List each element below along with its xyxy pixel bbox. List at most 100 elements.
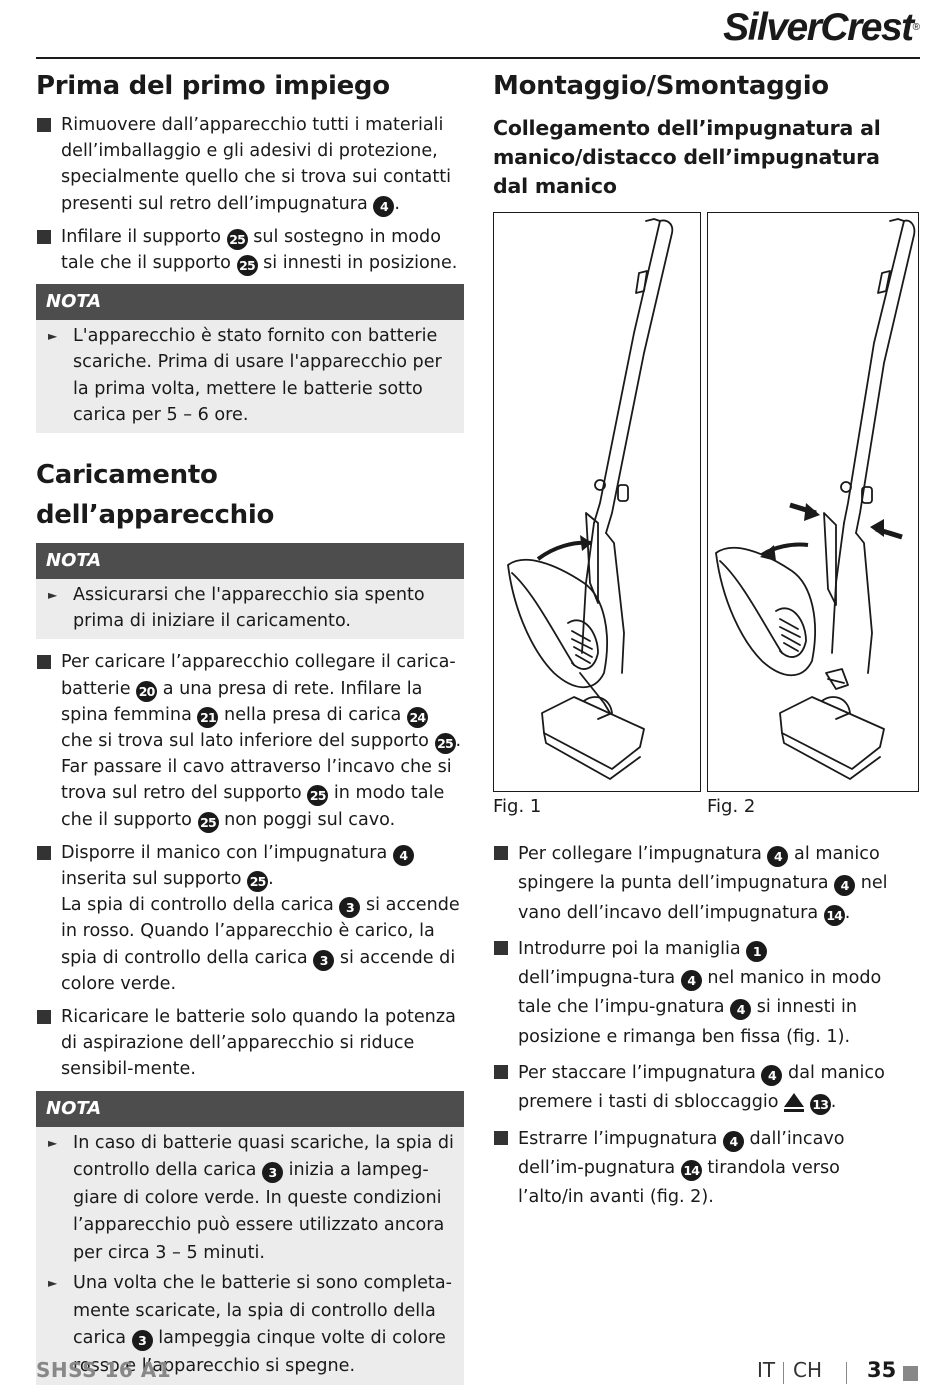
text: tirandola verso l’alto/in avanti (fig. 2…	[518, 1157, 840, 1208]
model-number: SHSS 16 A1	[36, 1358, 172, 1382]
vacuum-illustration-2	[715, 218, 916, 780]
instruction-recharge: Ricaricare le batterie solo quando la po…	[36, 1004, 464, 1083]
left-column: Prima del primo impiego Rimuovere dall’a…	[36, 66, 464, 1395]
text: .	[844, 902, 851, 923]
brand-logo: SilverCrest®	[723, 6, 920, 50]
part-number-badge: 4	[730, 999, 752, 1021]
part-number-badge: 3	[339, 897, 361, 919]
text: Disporre il manico con l’impugnatura	[61, 842, 393, 863]
part-number-badge: 13	[809, 1094, 831, 1116]
arrow-right-icon: ►	[48, 1135, 58, 1150]
text: .	[394, 193, 400, 214]
subsection-title-handle: Collegamento dell’impugnatura al manico/…	[493, 116, 881, 198]
right-column: Montaggio/Smontaggio Collegamento dell’i…	[493, 66, 921, 209]
part-number-badge: 25	[247, 871, 269, 893]
text: sul sostegno in modo tale che il support…	[61, 226, 441, 274]
note-item: ► L'apparecchio è stato fornito con batt…	[36, 323, 464, 428]
part-number-badge: 14	[823, 904, 845, 926]
part-number-badge: 4	[761, 1065, 783, 1087]
page-marker-square	[903, 1366, 918, 1381]
text: Ricaricare le batterie solo quando la po…	[61, 1007, 456, 1080]
part-number-badge: 25	[434, 733, 456, 755]
text: in modo tale che il supporto	[61, 783, 445, 830]
text: nella presa di carica	[218, 704, 407, 725]
part-number-badge: 14	[680, 1159, 702, 1181]
text: Infilare il supporto	[61, 226, 227, 247]
figure-1-caption: Fig. 1	[493, 796, 542, 817]
part-number-badge: 4	[680, 970, 702, 992]
part-number-badge: 4	[392, 844, 414, 866]
text: .	[268, 869, 274, 890]
note-box-switch-off: NOTA ► Assicurarsi che l'apparecchio sia…	[36, 543, 464, 640]
text: Rimuovere dall’apparecchio tutti i mater…	[61, 115, 452, 214]
arrow-right-icon: ►	[48, 329, 58, 344]
text: In caso di batterie quasi scariche, la s…	[73, 1132, 454, 1181]
text: Per staccare l’impugnatura	[518, 1063, 762, 1084]
instruction-attach-tip: Per collegare l’impugnatura 4 al manico …	[493, 840, 893, 928]
text: si accende di colore verde.	[61, 947, 456, 994]
text: dell’impugna-tura	[518, 968, 681, 989]
instruction-place-handle: Disporre il manico con l’impugnatura 4 i…	[36, 840, 464, 997]
note-box-low-battery: NOTA ► In caso di batterie quasi scarich…	[36, 1090, 464, 1386]
text: non poggi sul cavo.	[218, 809, 396, 830]
text: .	[830, 1092, 837, 1113]
part-number-badge: 3	[131, 1330, 153, 1352]
part-number-badge: 1	[746, 940, 768, 962]
section-title-first-use: Prima del primo impiego	[36, 71, 390, 101]
eject-icon	[784, 1093, 805, 1113]
figure-1-attach-handle	[493, 212, 701, 792]
part-number-badge: 20	[136, 680, 158, 702]
note-item: ► Una volta che le batterie si sono comp…	[36, 1270, 464, 1380]
instruction-detach: Per staccare l’impugnatura 4 dal manico …	[493, 1059, 893, 1118]
text: Estrarre l’impugnatura	[518, 1128, 723, 1149]
text: dall’incavo dell’im-pugnatura	[518, 1128, 845, 1178]
part-number-badge: 3	[262, 1162, 283, 1184]
page-number: 35	[867, 1358, 897, 1382]
text: a una presa di rete. Infilare la spina f…	[61, 678, 423, 725]
text: Una volta che le batterie si sono comple…	[73, 1273, 452, 1349]
text: dal manico premere i tasti di sbloccaggi…	[518, 1063, 885, 1113]
section-title-charging: Caricamento dell’apparecchio	[36, 460, 275, 531]
text: lampeggia cinque volte di colore rosso e…	[73, 1328, 446, 1376]
text: si innesti in posizione.	[257, 253, 458, 274]
header-rule	[36, 57, 920, 59]
note-item: ► Assicurarsi che l'apparecchio sia spen…	[36, 582, 464, 634]
section-title-assembly: Montaggio/Smontaggio	[493, 71, 829, 101]
text: Introdurre poi la maniglia	[518, 938, 747, 959]
registered-mark: ®	[912, 22, 920, 33]
footer-divider	[846, 1362, 847, 1384]
part-number-badge: 4	[834, 875, 856, 897]
part-number-badge: 4	[373, 195, 395, 217]
language-code-it: IT	[757, 1358, 776, 1382]
note-label: NOTA	[36, 543, 464, 580]
part-number-badge: 4	[722, 1130, 744, 1152]
text: La spia di controllo della carica	[61, 895, 340, 916]
instruction-remove-packaging: Rimuovere dall’apparecchio tutti i mater…	[36, 112, 464, 217]
text: si accende in rosso. Quando l’apparecchi…	[61, 895, 460, 968]
part-number-badge: 25	[226, 228, 248, 250]
text: nel manico in modo tale che l’impu-gnatu…	[518, 968, 882, 1018]
arrow-right-icon: ►	[48, 1276, 58, 1291]
text: si innesti in posizione e rimanga ben fi…	[518, 997, 857, 1047]
part-number-badge: 25	[307, 785, 329, 807]
footer-divider	[783, 1362, 784, 1384]
part-number-badge: 3	[313, 949, 335, 971]
note-text: Assicurarsi che l'apparecchio sia spento…	[73, 585, 425, 632]
part-number-badge: 4	[767, 846, 789, 867]
instruction-pull-out: Estrarre l’impugnatura 4 dall’incavo del…	[493, 1125, 893, 1213]
instruction-insert-support: Infilare il supporto 25 sul sostegno in …	[36, 224, 464, 277]
note-text: L'apparecchio è stato fornito con batter…	[73, 326, 442, 425]
figure-2-caption: Fig. 2	[707, 796, 756, 817]
note-item: ► In caso di batterie quasi scariche, la…	[36, 1130, 464, 1268]
text: inserita sul supporto	[61, 869, 248, 890]
right-column-instructions: Per collegare l’impugnatura 4 al manico …	[493, 840, 893, 1220]
part-number-badge: 25	[197, 811, 219, 833]
part-number-badge: 25	[236, 255, 258, 277]
text: Per caricare l’apparecchio collegare il …	[61, 652, 456, 699]
instruction-insert-grip: Introdurre poi la maniglia 1 dell’impugn…	[493, 935, 893, 1052]
text: Per collegare l’impugnatura	[518, 844, 768, 864]
note-label: NOTA	[36, 1090, 464, 1127]
text: nel vano dell’incavo dell’impugnatura	[518, 873, 888, 923]
language-code-ch: CH	[793, 1358, 823, 1382]
instruction-connect-charger: Per caricare l’apparecchio collegare il …	[36, 649, 464, 833]
